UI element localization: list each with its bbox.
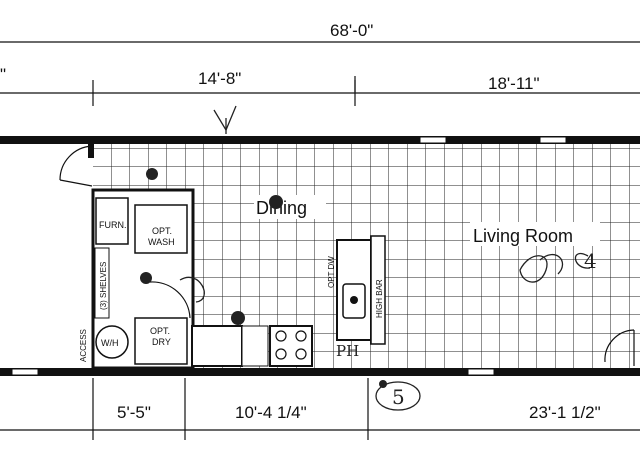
handwritten-5: 5 xyxy=(392,385,405,409)
range xyxy=(269,325,313,367)
furnace-label: FURN. xyxy=(99,220,127,230)
left-cut-label: " xyxy=(0,65,6,84)
opt-dry-label-1: OPT. xyxy=(150,326,170,336)
living-room-label: Living Room xyxy=(473,226,573,246)
light-fixtures xyxy=(140,168,387,388)
entry-door xyxy=(59,145,93,187)
top-dimension-lines xyxy=(0,41,640,106)
rear-door xyxy=(604,329,635,366)
water-heater-label: W/H xyxy=(101,338,119,348)
overall-length-label: 68'-0" xyxy=(330,21,373,40)
high-bar-label: HIGH BAR xyxy=(375,279,384,318)
handwritten-ph: PH xyxy=(336,342,359,360)
dining-room-label: Dining xyxy=(256,198,307,218)
water-heater xyxy=(95,325,129,359)
window-openings xyxy=(11,136,567,376)
opt-wash-label-1: OPT. xyxy=(152,226,172,236)
opt-wash-box xyxy=(134,204,188,254)
bottom-dimension-b: 10'-4 1/4" xyxy=(235,403,307,422)
opt-wash-label-2: WASH xyxy=(148,237,175,247)
bottom-dimension-c: 23'-1 1/2" xyxy=(529,403,601,422)
shelves-box xyxy=(94,247,110,319)
sink-drain xyxy=(350,296,358,304)
kitchen-counter xyxy=(191,325,243,367)
top-right-dimension: 18'-11" xyxy=(488,74,540,93)
furnace-box xyxy=(95,197,129,245)
exterior-walls xyxy=(0,136,640,376)
opt-dry-box xyxy=(134,317,188,365)
refrigerator xyxy=(241,325,269,367)
high-bar xyxy=(370,235,386,345)
bottom-dimension-a: 5'-5" xyxy=(117,403,151,422)
opt-dry-label-2: DRY xyxy=(152,337,171,347)
top-mid-dimension: 14'-8" xyxy=(198,69,241,88)
bottom-dimension-lines xyxy=(0,378,640,440)
handwritten-marks xyxy=(179,105,591,411)
opt-dw-label: OPT DW xyxy=(327,256,336,288)
access-label: ACCESS xyxy=(79,329,88,362)
range-burners xyxy=(275,330,307,360)
utility-door-swing xyxy=(149,281,191,319)
shelves-label: (3) SHELVES xyxy=(99,262,108,310)
handwritten-4: 4 xyxy=(584,249,597,273)
